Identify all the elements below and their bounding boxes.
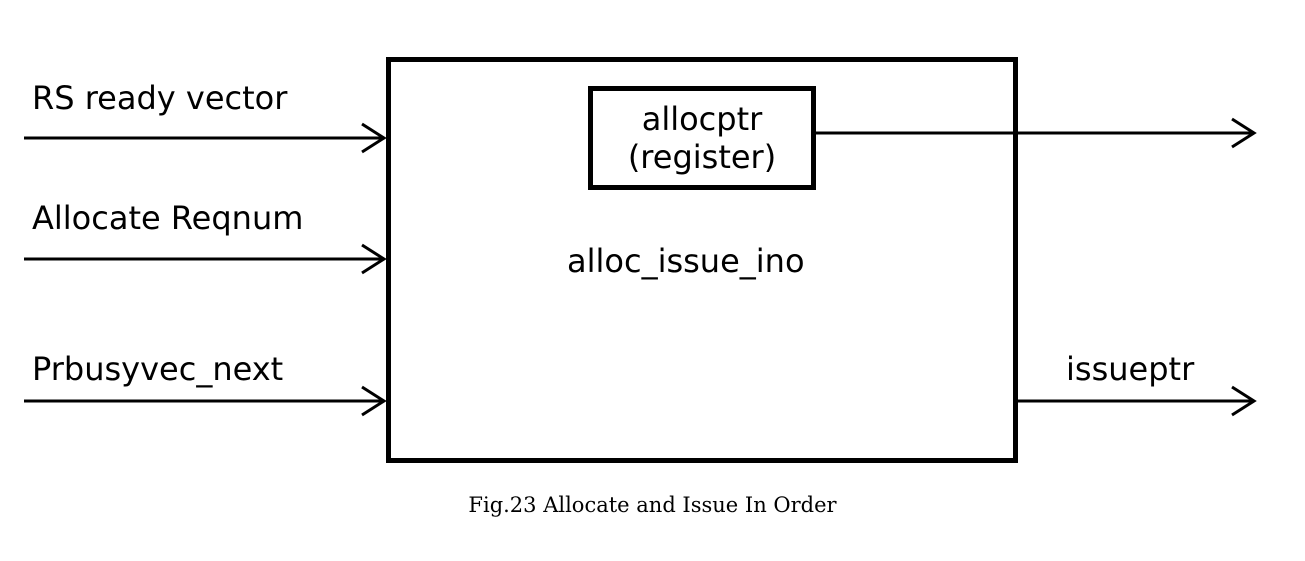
input-arrow-alloc (24, 243, 387, 275)
register-name: allocptr (641, 100, 763, 138)
allocptr-register-box: allocptr (register) (588, 86, 816, 190)
input-label-rs-ready-vector: RS ready vector (32, 79, 288, 117)
input-label-prbusyvec-next: Prbusyvec_next (32, 350, 284, 388)
output-arrow-issue (1018, 385, 1257, 417)
input-arrow-prb (24, 385, 387, 417)
block-title: alloc_issue_ino (567, 242, 805, 280)
input-arrow-rs (24, 122, 387, 154)
input-label-allocate-reqnum: Allocate Reqnum (32, 199, 304, 237)
alloc-issue-block (386, 57, 1018, 463)
figure-caption: Fig.23 Allocate and Issue In Order (468, 493, 837, 517)
output-arrow-allocptr (813, 117, 1257, 149)
register-type: (register) (627, 138, 777, 176)
output-label-issueptr: issueptr (1066, 350, 1195, 388)
